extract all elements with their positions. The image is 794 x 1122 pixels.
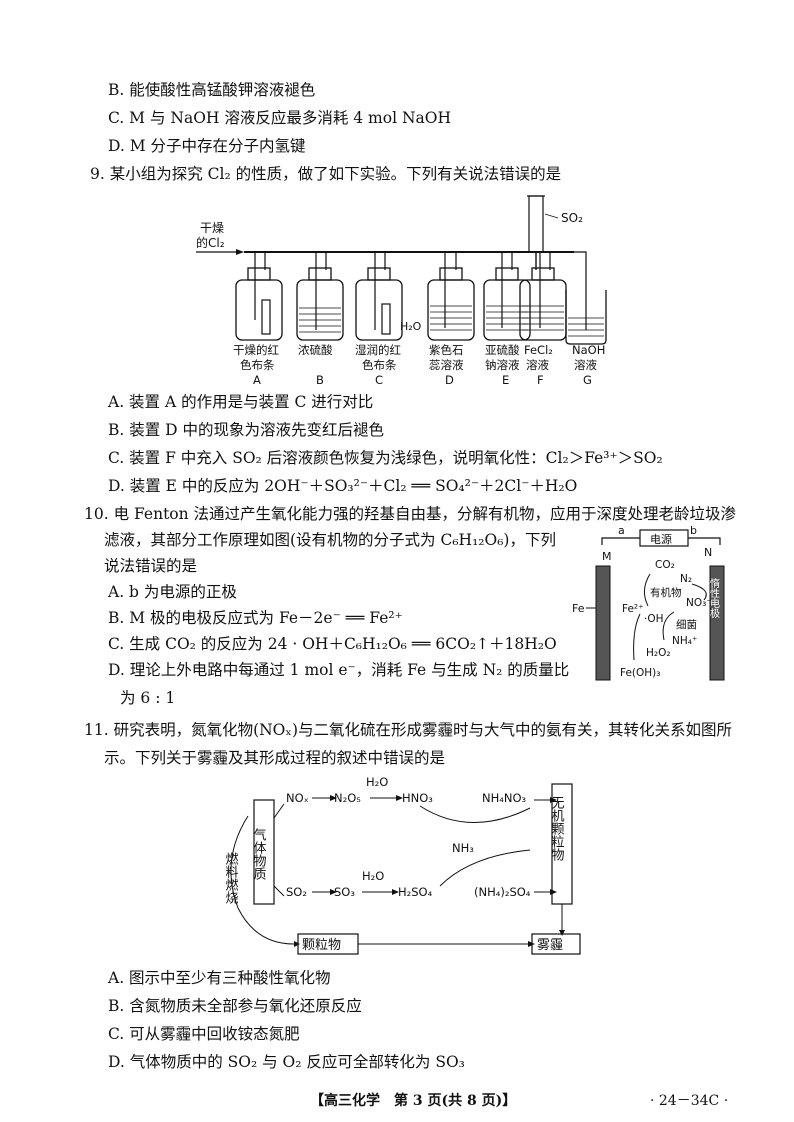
q9-device-e-letter: E [502,373,509,387]
q10-option-b: B. M 极的电极反应式为 Fe－2e⁻ ══ Fe²⁺ [108,609,403,627]
q10-terminal-a: a [618,524,625,537]
q9-device-c-label-2: 色布条 [362,358,397,372]
q10-stem-line1: 10. 电 Fenton 法通过产生氧化能力强的羟基自由基，分解有机物，应用于深… [84,505,737,523]
q11-so2: SO₂ [286,885,307,899]
q10-option-d-line2: 为 6 : 1 [120,689,176,707]
q9-device-c-letter: C [375,373,383,387]
q9-inlet-label-1: 干燥 [200,221,224,235]
q10-no3-label: NO₃⁻ [686,597,712,609]
q10-bacteria-label: 细菌 [676,618,697,631]
q9-device-d-label-2: 蕊溶液 [429,358,464,372]
q9-inlet-label-2: 的Cl₂ [196,235,225,250]
q11-nh3-label: NH₃ [452,841,474,855]
q11-stem-line2: 示。下列关于雾霾及其形成过程的叙述中错误的是 [104,749,446,767]
q11-nox: NOₓ [286,791,309,805]
q10-electrode-m: M [602,550,612,563]
q9-device-a-label-1: 干燥的红 [233,343,279,357]
q11-gas-box [253,799,275,905]
q9-device-d-letter: D [445,373,454,387]
q9-device-c-label-1: 湿润的红 [355,343,401,357]
q9-h2o-label: H₂O [400,320,422,333]
q9-option-d: D. 装置 E 中的反应为 2OH⁻＋SO₃²⁻＋Cl₂ ══ SO₄²⁻＋2C… [108,477,578,495]
q11-nh4no3: NH₄NO₃ [482,791,527,805]
q9-device-g-label-2: 溶液 [574,358,597,372]
q11-option-b: B. 含氮物质未全部参与氧化还原反应 [108,997,362,1015]
page-footer-code: · 24－34C · [650,1093,729,1109]
q11-n2o5: N₂O₅ [334,791,361,805]
q10-inert-label: 惰性电极 [708,577,720,619]
q9-device-g-label-1: NaOH [572,343,605,357]
q10-option-c: C. 生成 CO₂ 的反应为 24 · OH＋C₆H₁₂O₆ ══ 6CO₂↑＋… [108,635,557,653]
q10-option-a: A. b 为电源的正极 [108,583,237,601]
q10-fe-electrode [595,565,611,681]
q8-option-c: C. M 与 NaOH 溶液反应最多消耗 4 mol NaOH [108,109,451,127]
q9-device-b-label-1: 浓硫酸 [298,343,333,357]
q9-device-a-label-2: 色布条 [240,358,275,372]
q10-n2-label: N₂ [680,573,692,585]
q10-organic-label: 有机物 [650,586,682,599]
q9-device-a-letter: A [253,373,261,387]
q10-nh4-label: NH₄⁺ [672,635,698,647]
q10-fe-label: Fe [572,602,585,615]
q8-option-d: D. M 分子中存在分子内氢键 [108,137,306,155]
page-footer-center: 【高三化学 第 3 页(共 8 页)】 [310,1093,517,1109]
q9-so2-label: SO₂ [561,211,583,225]
q9-option-a: A. 装置 A 的作用是与装置 C 进行对比 [108,393,374,411]
q11-hno3: HNO₃ [402,791,433,805]
q10-oh-label: ·OH [644,613,664,625]
q11-inorganic-label: 无机颗粒物 [549,796,565,862]
q11-h2o-bottom: H₂O [362,869,384,883]
q11-h2o-top: H₂O [366,775,388,789]
q11-gas-label: 气体物质 [251,827,267,880]
q8-option-b: B. 能使酸性高锰酸钾溶液褪色 [108,81,316,99]
q9-device-g-letter: G [583,373,592,387]
q9-device-e-label-2: 钠溶液 [485,358,520,372]
q9-device-f-letter: F [537,373,544,387]
q9-option-b: B. 装置 D 中的现象为溶液先变红后褪色 [108,421,385,439]
q11-option-c: C. 可从雾霾中回收铵态氮肥 [108,1025,300,1043]
q10-terminal-b: b [690,524,697,537]
q10-feoh-label: Fe(OH)₃ [620,667,661,679]
q10-stem-line3: 说法错误的是 [104,557,198,575]
q10-inert-electrode [709,565,725,681]
q9-device-f-label-1: FeCl₂ [524,343,553,357]
q11-fuel-label: 燃料燃烧 [223,851,239,904]
q10-electrode-n: N [704,546,712,559]
q11-nh42so4: (NH₄)₂SO₄ [474,885,531,899]
q9-device-e-label-1: 亚硫酸 [485,343,520,357]
q9-stem: 9. 某小组为探究 Cl₂ 的性质，做了如下实验。下列有关说法错误的是 [90,165,562,183]
q11-haze-label: 雾霾 [537,938,563,953]
q10-power-label: 电源 [650,532,672,546]
q10-h2o2-label: H₂O₂ [646,647,671,659]
q9-device-f-label-2: 溶液 [526,358,549,372]
q10-fe2-label: Fe²⁺ [622,603,644,615]
q11-h2so4: H₂SO₄ [398,885,433,899]
q11-so3: SO₃ [334,885,355,899]
q10-option-d-line1: D. 理论上外电路中每通过 1 mol e⁻，消耗 Fe 与生成 N₂ 的质量比 [108,661,570,679]
q11-option-d: D. 气体物质中的 SO₂ 与 O₂ 反应可全部转化为 SO₃ [108,1053,465,1071]
q11-particle-label: 颗粒物 [302,938,341,953]
q11-stem-line1: 11. 研究表明，氮氧化物(NOₓ)与二氧化硫在形成雾霾时与大气中的氨有关，其转… [84,721,733,739]
q11-option-a: A. 图示中至少有三种酸性氧化物 [108,969,331,987]
q9-device-d-label-1: 紫色石 [429,343,464,357]
q9-device-b-letter: B [316,373,324,387]
q10-co2-label: CO₂ [655,559,675,571]
q9-option-c: C. 装置 F 中充入 SO₂ 后溶液颜色恢复为浅绿色，说明氧化性：Cl₂＞Fe… [108,449,663,467]
q10-stem-line2: 滤液，其部分工作原理如图(设有机物的分子式为 C₆H₁₂O₆)，下列 [104,531,556,549]
